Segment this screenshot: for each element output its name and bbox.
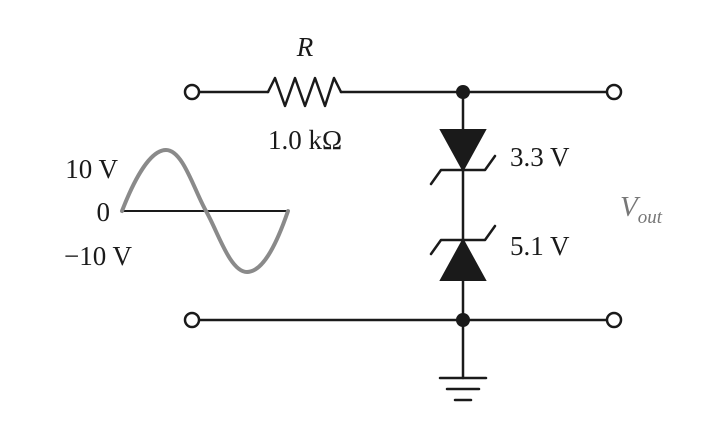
input-terminal-top xyxy=(183,83,201,101)
resistor-name-label: R xyxy=(296,32,314,62)
output-voltage-subscript: out xyxy=(638,207,663,228)
input-peak-positive-label: 10 V xyxy=(65,154,118,184)
resistor-value-label: 1.0 kΩ xyxy=(268,125,342,155)
zener-bottom-voltage-label: 5.1 V xyxy=(510,231,570,261)
resistor-symbol xyxy=(266,76,343,108)
input-zero-label: 0 xyxy=(97,197,111,227)
zener-diode-top xyxy=(439,129,487,173)
output-terminal-bottom xyxy=(605,311,623,329)
sine-wave-icon xyxy=(120,147,290,275)
output-terminal-top xyxy=(605,83,623,101)
output-voltage-symbol: V xyxy=(620,191,641,223)
zener-diode-bottom xyxy=(439,237,487,281)
ground-icon xyxy=(438,376,488,402)
output-voltage-label: Vout xyxy=(620,191,663,228)
input-peak-negative-label: −10 V xyxy=(64,241,132,271)
junction-top xyxy=(456,85,470,99)
zener-top-voltage-label: 3.3 V xyxy=(510,142,570,172)
input-terminal-bottom xyxy=(183,311,201,329)
junction-bottom xyxy=(456,313,470,327)
